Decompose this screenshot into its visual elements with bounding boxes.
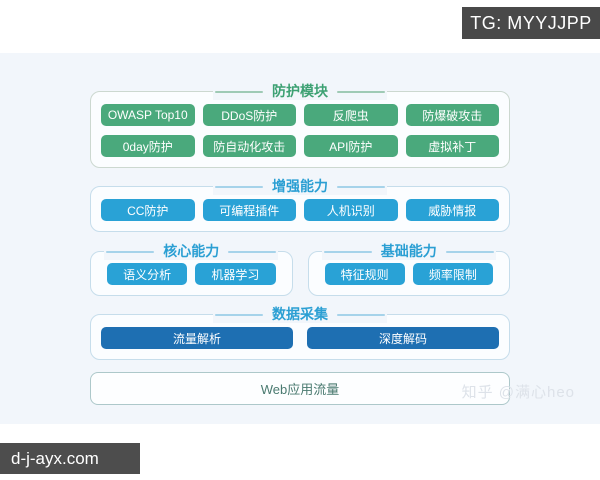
layer-data-title-legend: 数据采集 [213, 306, 387, 323]
data-collection-grid: 流量解析 深度解码 [91, 315, 509, 359]
node-anti-bruteforce: 防爆破攻击 [405, 104, 499, 126]
node-owasp-top10: OWASP Top10 [101, 104, 195, 126]
layer-basic-title-legend: 基础能力 [321, 243, 496, 260]
node-anti-crawler: 反爬虫 [304, 104, 398, 126]
watermark: 知乎 @满心heo [461, 384, 575, 401]
node-0day-protection: 0day防护 [101, 135, 195, 157]
node-human-machine-detection: 人机识别 [304, 199, 398, 221]
node-machine-learning: 机器学习 [195, 263, 276, 285]
telegram-badge: TG: MYYJJPP [462, 7, 600, 39]
legend-line-right [337, 185, 385, 188]
node-programmable-plugin: 可编程插件 [202, 199, 296, 221]
legend-line-right [337, 313, 385, 316]
legend-line-left [215, 90, 263, 93]
layer-protection-title: 防护模块 [272, 83, 328, 99]
node-semantic-analysis: 语义分析 [107, 263, 188, 285]
node-virtual-patch: 虚拟补丁 [405, 135, 499, 157]
layer-protection-modules: 防护模块 OWASP Top10 DDoS防护 反爬虫 防爆破攻击 0day防护… [90, 83, 510, 168]
layer-core-title: 核心能力 [163, 243, 220, 259]
diagram-panel: 防护模块 OWASP Top10 DDoS防护 反爬虫 防爆破攻击 0day防护… [0, 53, 600, 424]
layer-basic-title: 基础能力 [380, 243, 437, 259]
legend-line-left [106, 250, 155, 253]
legend-line-right [445, 250, 494, 253]
layer-data-title: 数据采集 [272, 306, 328, 322]
node-deep-decoding: 深度解码 [307, 327, 499, 349]
protection-grid: OWASP Top10 DDoS防护 反爬虫 防爆破攻击 0day防护 防自动化… [91, 92, 509, 167]
node-signature-rules: 特征规则 [324, 263, 405, 285]
node-api-protection: API防护 [304, 135, 398, 157]
layer-data-collection: 数据采集 流量解析 深度解码 [90, 306, 510, 360]
layer-basic-capability: 基础能力 特征规则 频率限制 [307, 243, 510, 296]
site-badge: d-j-ayx.com [0, 443, 140, 474]
layer-enhanced-title: 增强能力 [272, 178, 328, 194]
basic-grid: 特征规则 频率限制 [309, 252, 510, 295]
layer-enhanced-capability: 增强能力 CC防护 可编程插件 人机识别 威胁情报 [90, 178, 510, 232]
layer-core-title-legend: 核心能力 [104, 243, 279, 260]
layer-enhanced-title-legend: 增强能力 [213, 178, 387, 195]
legend-line-left [323, 250, 372, 253]
legend-line-right [337, 90, 385, 93]
legend-line-left [215, 313, 263, 316]
layer-web-traffic: Web应用流量 [90, 372, 510, 405]
node-traffic-parsing: 流量解析 [101, 327, 293, 349]
web-traffic-label: Web应用流量 [260, 382, 340, 397]
layer-protection-title-legend: 防护模块 [213, 83, 387, 100]
node-cc-protection: CC防护 [101, 199, 195, 221]
legend-line-left [215, 185, 263, 188]
node-ddos-protection: DDoS防护 [202, 104, 296, 126]
enhanced-grid: CC防护 可编程插件 人机识别 威胁情报 [91, 187, 509, 231]
capability-row: 核心能力 语义分析 机器学习 基础能力 特征规则 [90, 243, 510, 296]
layer-core-capability: 核心能力 语义分析 机器学习 [90, 243, 293, 296]
core-grid: 语义分析 机器学习 [91, 252, 292, 295]
node-threat-intelligence: 威胁情报 [405, 199, 499, 221]
node-anti-automation: 防自动化攻击 [202, 135, 296, 157]
node-rate-limiting: 频率限制 [412, 263, 493, 285]
layer-stack: 防护模块 OWASP Top10 DDoS防护 反爬虫 防爆破攻击 0day防护… [90, 53, 510, 405]
legend-line-right [228, 250, 277, 253]
